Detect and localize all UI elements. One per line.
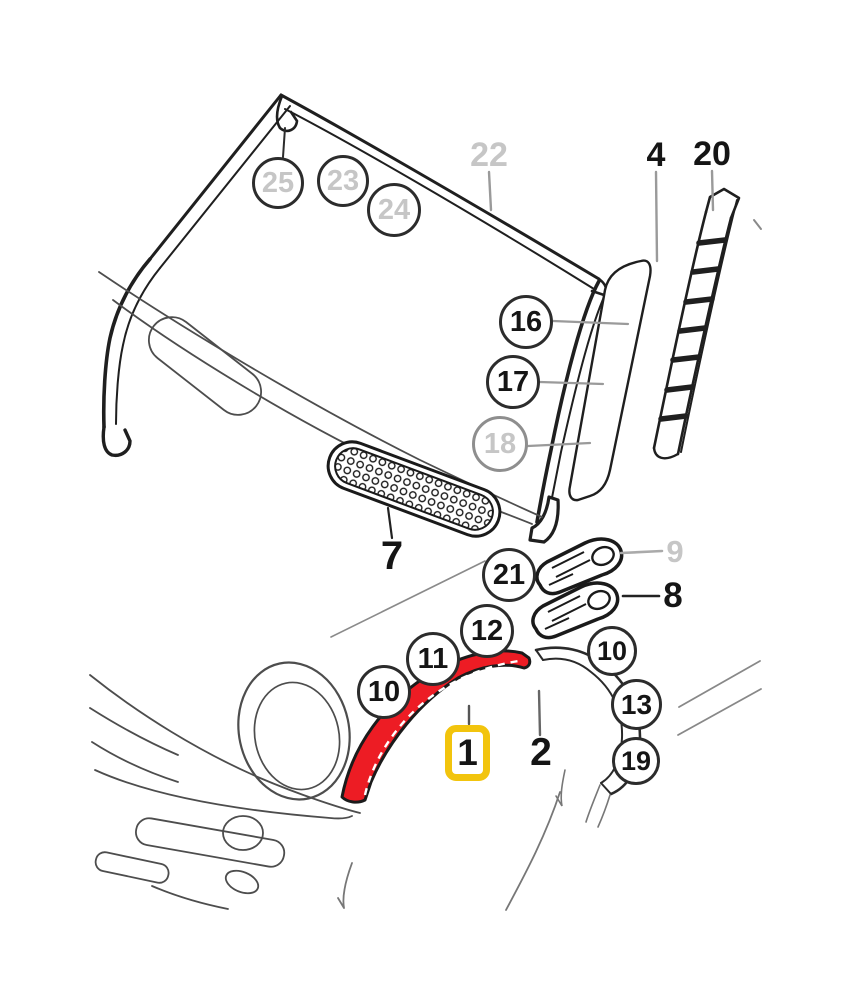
strip-bottom <box>652 446 680 460</box>
callout-13: 13 <box>611 679 662 730</box>
callout-18-label: 18 <box>483 427 517 460</box>
callout-19: 19 <box>612 737 660 785</box>
top-moulding-inner <box>284 108 595 290</box>
callout-10-left-label: 10 <box>367 675 401 708</box>
callout-9: 9 <box>660 534 690 569</box>
top-moulding-outer <box>279 93 601 281</box>
callout-25: 25 <box>252 157 304 209</box>
sill-line-1 <box>678 660 761 708</box>
callout-22-label: 22 <box>470 135 508 174</box>
grille-slot <box>135 817 286 868</box>
right-pillar-foot <box>528 495 560 544</box>
callout-7-label: 7 <box>380 533 404 578</box>
headlight-inner <box>253 681 341 791</box>
callout-2-label: 2 <box>530 731 552 774</box>
strip-top-beak <box>704 187 741 220</box>
leader-22 <box>487 170 493 212</box>
a-pillar-left-inner <box>115 267 161 425</box>
strip-slats <box>658 237 728 422</box>
apex-clip <box>275 94 299 133</box>
lower-body-line <box>151 885 229 910</box>
callout-19-label: 19 <box>620 745 652 776</box>
leader-4 <box>654 170 659 263</box>
callout-16-label: 16 <box>509 305 543 338</box>
leader-7 <box>386 506 394 540</box>
callout-9-label: 9 <box>666 534 684 569</box>
callout-1-label: 1 <box>457 732 478 773</box>
callout-11-label: 11 <box>417 642 449 675</box>
callout-8: 8 <box>657 576 689 615</box>
leader-16 <box>551 319 630 326</box>
callout-1-highlighted: 1 <box>445 725 490 781</box>
callout-16: 16 <box>499 295 553 349</box>
small-oval <box>224 869 260 895</box>
leader-17 <box>538 380 605 386</box>
fender-line <box>89 674 361 814</box>
left-moulding-outer <box>148 93 283 261</box>
leader-lines <box>282 127 715 737</box>
headlight-outer <box>237 661 351 801</box>
right-pillar-outer <box>535 279 601 524</box>
callout-12-label: 12 <box>470 614 504 647</box>
bumper-top <box>94 769 353 820</box>
a-pillar-left-foot <box>101 425 132 458</box>
callout-10-left: 10 <box>357 665 411 719</box>
callout-10-right-label: 10 <box>596 635 628 666</box>
fog-light <box>222 815 264 851</box>
callout-22: 22 <box>463 136 515 174</box>
leader-21 <box>330 560 486 638</box>
callout-13-label: 13 <box>620 688 653 720</box>
callout-7: 7 <box>372 533 412 578</box>
leader-20 <box>710 169 715 212</box>
a-pillar-left <box>101 257 152 429</box>
wheel-opening-line <box>505 791 561 911</box>
callout-24: 24 <box>367 183 421 237</box>
callout-24-label: 24 <box>377 193 411 226</box>
callout-4: 4 <box>640 136 672 174</box>
left-moulding-inner <box>159 105 291 269</box>
car-front <box>89 660 762 911</box>
callout-23-label: 23 <box>326 164 360 197</box>
hood-grille-7 <box>326 440 502 538</box>
callout-17-label: 17 <box>496 365 530 398</box>
callout-8-label: 8 <box>663 576 683 615</box>
callout-2: 2 <box>524 731 558 774</box>
sill-line-2 <box>677 688 762 736</box>
lower-slot <box>94 851 170 884</box>
callout-17: 17 <box>486 355 540 409</box>
callout-23: 23 <box>317 155 369 207</box>
callout-10-right: 10 <box>587 626 637 676</box>
slatted-strip-20 <box>652 187 762 460</box>
tiny-mark <box>753 219 762 230</box>
leader-18 <box>526 441 592 448</box>
callout-20-label: 20 <box>693 134 731 173</box>
callout-4-label: 4 <box>646 135 666 174</box>
callout-20: 20 <box>686 135 738 173</box>
leader-2 <box>537 689 542 737</box>
callout-21: 21 <box>482 548 536 602</box>
callout-11: 11 <box>406 632 460 686</box>
callout-25-label: 25 <box>261 166 295 199</box>
right-pillar-inner <box>547 288 609 519</box>
callout-18: 18 <box>472 416 528 472</box>
callout-12: 12 <box>460 604 514 658</box>
body-tick <box>337 862 353 909</box>
leader-25 <box>282 127 286 158</box>
windshield-frame <box>101 93 609 544</box>
hood-scoop-opening <box>148 316 262 416</box>
callout-21-label: 21 <box>492 558 526 591</box>
a-pillar-panel-4 <box>568 259 652 502</box>
leader-9 <box>619 549 664 555</box>
